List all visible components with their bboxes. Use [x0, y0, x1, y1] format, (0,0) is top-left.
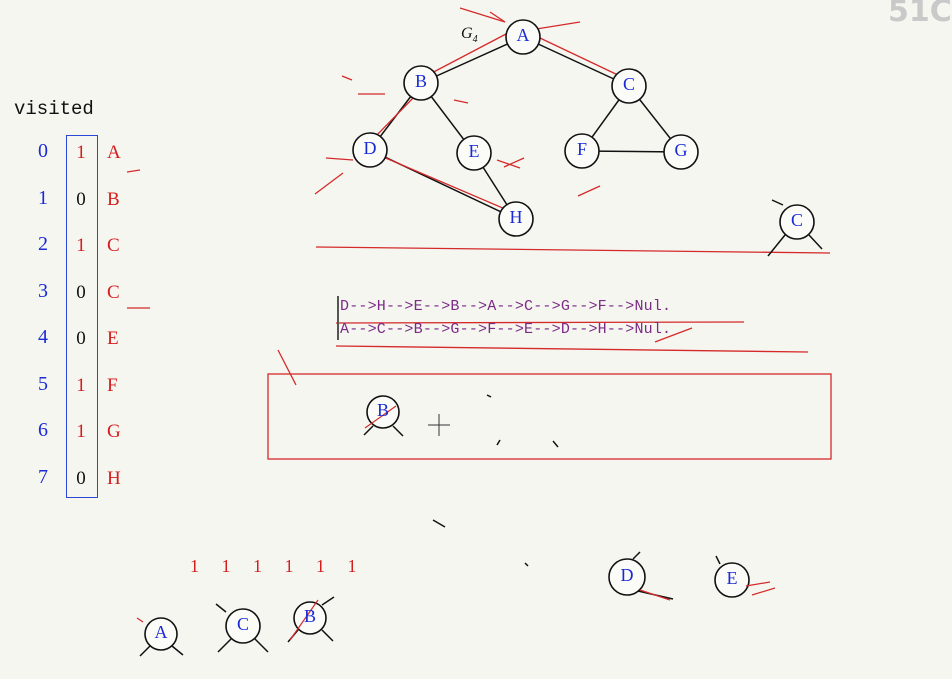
- sequence-line-2: A-->C-->B-->G-->F-->E-->D-->H-->Nul.: [340, 321, 672, 338]
- bottom-node-d-circle: [608, 558, 646, 596]
- visited-index: 0: [38, 140, 48, 162]
- node-h-circle: [498, 201, 534, 237]
- visited-index: 4: [38, 326, 48, 348]
- side-node-label: C: [790, 210, 803, 230]
- box-node-circle: [366, 395, 400, 429]
- visited-vertex-name: G: [107, 421, 121, 442]
- node-g-circle: [663, 134, 699, 170]
- bottom-node-label-c: C: [236, 614, 249, 634]
- visited-vertex-name: C: [107, 235, 120, 256]
- red-annotations: [126, 7, 831, 386]
- node-e-circle: [456, 135, 492, 171]
- work-box: [267, 373, 832, 460]
- node-label-d: D: [363, 138, 377, 158]
- edge-a-c: [522, 36, 630, 87]
- visited-bit: 0: [76, 281, 86, 303]
- bottom-node-label-a: A: [154, 622, 168, 642]
- visited-vertex-name: B: [107, 188, 120, 210]
- visited-array-box: [66, 135, 98, 498]
- sketch-red-marks: [136, 405, 776, 641]
- visited-index: 5: [38, 372, 48, 395]
- bottom-node-e-circle: [714, 562, 750, 598]
- node-f-circle: [564, 133, 600, 169]
- bottom-node-c-circle: [225, 608, 261, 644]
- watermark-logo: 51C: [888, 0, 952, 29]
- sequence-line-1: D-->H-->E-->B-->A-->C-->G-->F-->Nul.: [340, 298, 672, 315]
- visited-bit: 1: [76, 235, 86, 256]
- bottom-ones: 1 1 1 1 1 1: [190, 556, 366, 576]
- visited-bit: 1: [76, 421, 86, 442]
- edge-a-b: [420, 36, 524, 84]
- visited-index: 7: [38, 465, 48, 488]
- bottom-node-a-circle: [144, 617, 178, 651]
- node-label-e: E: [468, 141, 480, 161]
- box-node-label: B: [376, 400, 389, 420]
- bottom-node-label-e: E: [726, 568, 738, 588]
- node-a-circle: [505, 19, 541, 55]
- bottom-node-label-b: B: [303, 606, 316, 626]
- visited-bit: 0: [76, 467, 86, 489]
- visited-vertex-name: E: [107, 328, 119, 349]
- visited-vertex-name: F: [107, 374, 118, 396]
- visited-index: 2: [38, 233, 48, 255]
- side-node-circle: [779, 204, 815, 240]
- visited-index: 6: [38, 419, 48, 441]
- visited-bit: 1: [76, 142, 86, 163]
- bottom-node-label-d: D: [620, 565, 634, 585]
- node-c-circle: [611, 68, 647, 104]
- node-d-circle: [352, 132, 388, 168]
- graph-label: G4: [461, 25, 478, 46]
- visited-index: 3: [38, 279, 48, 302]
- visited-vertex-name: C: [107, 281, 120, 303]
- node-label-a: A: [516, 25, 530, 45]
- node-b-circle: [403, 65, 439, 101]
- visited-index: 1: [38, 186, 48, 209]
- visited-vertex-name: A: [107, 142, 121, 163]
- node-label-b: B: [414, 71, 427, 91]
- visited-title: visited: [14, 98, 94, 120]
- visited-vertex-name: H: [107, 467, 121, 489]
- node-label-c: C: [622, 74, 635, 94]
- bottom-node-b-circle: [293, 601, 327, 635]
- visited-bit: 0: [76, 188, 86, 210]
- node-label-g: G: [674, 140, 688, 160]
- node-label-f: F: [576, 139, 587, 159]
- visited-bit: 0: [76, 328, 86, 349]
- node-label-h: H: [509, 207, 523, 227]
- cursor-crosshair: [428, 414, 450, 436]
- visited-bit: 1: [76, 374, 86, 396]
- sketch-stubs: [139, 199, 823, 657]
